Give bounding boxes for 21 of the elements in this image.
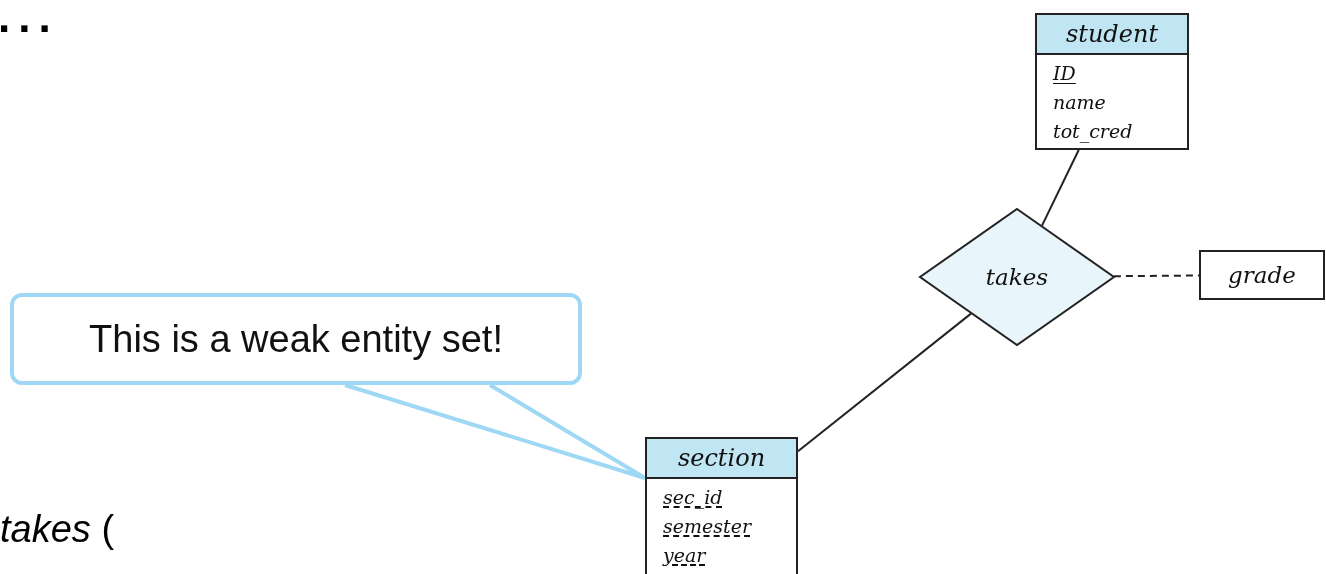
entity-name: section	[647, 439, 796, 479]
relationship-name: takes	[985, 264, 1049, 290]
entity-name: student	[1037, 15, 1187, 55]
attribute-name: year	[663, 543, 706, 568]
callout-text: This is a weak entity set!	[89, 317, 503, 361]
attribute-name: tot_cred	[1053, 119, 1133, 145]
connector-line	[1112, 274, 1200, 278]
callout-bubble	[10, 293, 582, 385]
attribute-name: name	[1053, 90, 1106, 115]
ellipsis-text: ...	[0, 0, 59, 42]
callout-pointer	[343, 383, 647, 480]
attribute-name: grade	[1228, 262, 1296, 288]
entity-box	[1035, 13, 1189, 150]
entity-box	[645, 437, 798, 574]
connector-line	[797, 312, 972, 453]
attribute-name: sec_id	[663, 485, 723, 511]
code-text: takes (	[0, 508, 115, 551]
connector-line	[1041, 149, 1080, 227]
attribute-box	[1199, 250, 1325, 300]
attribute-name: semester	[663, 514, 751, 539]
attribute-name: ID	[1053, 61, 1076, 86]
